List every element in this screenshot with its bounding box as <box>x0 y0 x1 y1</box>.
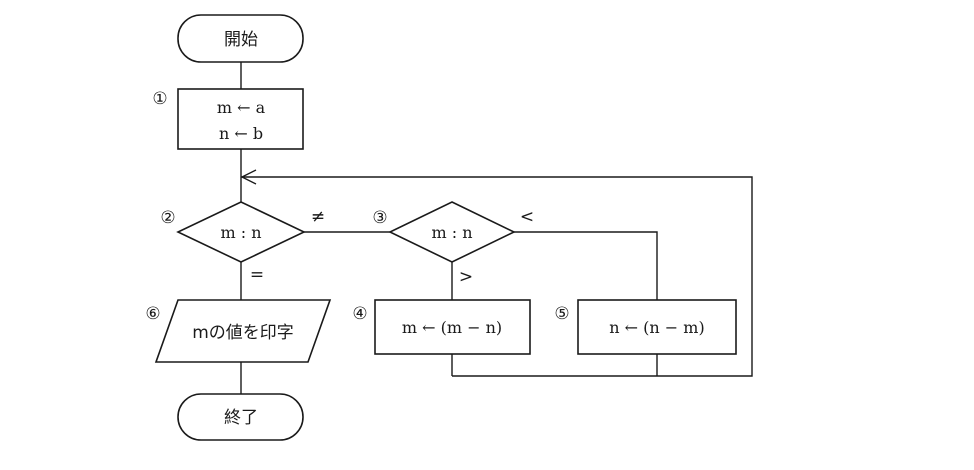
step3-decision <box>388 201 516 263</box>
step5-number: ⑤ <box>554 304 569 324</box>
end-text: 終了 <box>224 408 258 428</box>
connector-step3-to-step5 <box>514 231 658 300</box>
start-terminal <box>177 14 304 63</box>
step4-process-box <box>374 299 531 355</box>
step3-branch-greater: > <box>459 267 473 287</box>
step1-process-box <box>177 88 304 150</box>
step1-line1: m ← a <box>217 98 266 117</box>
step5-text: n ← (n − m) <box>609 318 704 337</box>
step2-decision <box>176 201 306 263</box>
loop-back-line <box>241 176 753 377</box>
end-terminal <box>177 393 304 441</box>
step4-text: m ← (m − n) <box>402 318 502 337</box>
step4-number: ④ <box>352 304 367 324</box>
step2-text: m : n <box>220 223 261 242</box>
step6-output-parallelogram <box>154 299 332 363</box>
step6-number: ⑥ <box>145 304 160 324</box>
step3-number: ③ <box>372 208 387 228</box>
step1-number: ① <box>152 89 167 109</box>
step2-branch-not-equal: ≠ <box>311 207 325 227</box>
step5-process-box <box>577 299 737 355</box>
step6-text: mの値を印字 <box>192 323 294 343</box>
step2-number: ② <box>160 208 175 228</box>
step3-text: m : n <box>431 223 472 242</box>
step1-line2: n ← b <box>219 124 263 143</box>
loop-arrowhead <box>240 169 257 185</box>
step2-branch-equal: = <box>250 265 264 285</box>
start-text: 開始 <box>224 30 258 50</box>
step3-branch-less: < <box>520 207 534 227</box>
